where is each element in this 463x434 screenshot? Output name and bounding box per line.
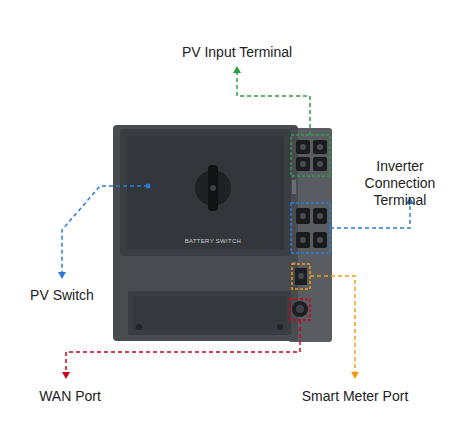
- highlight-box: [291, 135, 330, 176]
- switch-handle: [208, 165, 218, 211]
- callout-label: PV Input Terminal: [182, 44, 292, 61]
- arrowhead: [58, 272, 66, 279]
- bottom-plate-inner: [133, 296, 286, 330]
- panel-marking: BATTERY SWITCH: [185, 238, 242, 245]
- wan-port: [292, 301, 308, 317]
- highlight-box: [291, 203, 330, 253]
- inverter-terminals: [296, 208, 327, 248]
- leader-line: [66, 320, 300, 372]
- inverter-terminal-pins: [300, 213, 323, 243]
- highlight-box: [290, 299, 310, 320]
- screw: [277, 324, 283, 330]
- meter-port: [295, 268, 307, 285]
- leader-line: [62, 186, 148, 272]
- callout-label: Inverter Connection Terminal: [341, 158, 459, 209]
- callout-label: PV Switch: [30, 287, 94, 304]
- leader-line: [310, 276, 355, 372]
- screw: [136, 324, 142, 330]
- bottom-plate: [128, 291, 291, 335]
- pv-terminals: [296, 140, 327, 171]
- leader-line: [237, 72, 310, 135]
- highlight-box: [292, 264, 310, 289]
- switch-cover-inner: [127, 136, 284, 249]
- pv-terminal-pins: [300, 144, 323, 167]
- switch-cover: [120, 129, 291, 256]
- meter-port-pin: [298, 273, 304, 279]
- knob-center: [210, 185, 216, 191]
- arrowhead: [62, 372, 70, 379]
- side-marking: [292, 180, 296, 194]
- arrowhead: [351, 372, 359, 379]
- callout-label: WAN Port: [39, 388, 101, 405]
- wan-port-inner: [296, 305, 304, 313]
- arrowhead: [233, 66, 241, 73]
- callout-label: Smart Meter Port: [302, 388, 409, 405]
- housing: [113, 125, 298, 341]
